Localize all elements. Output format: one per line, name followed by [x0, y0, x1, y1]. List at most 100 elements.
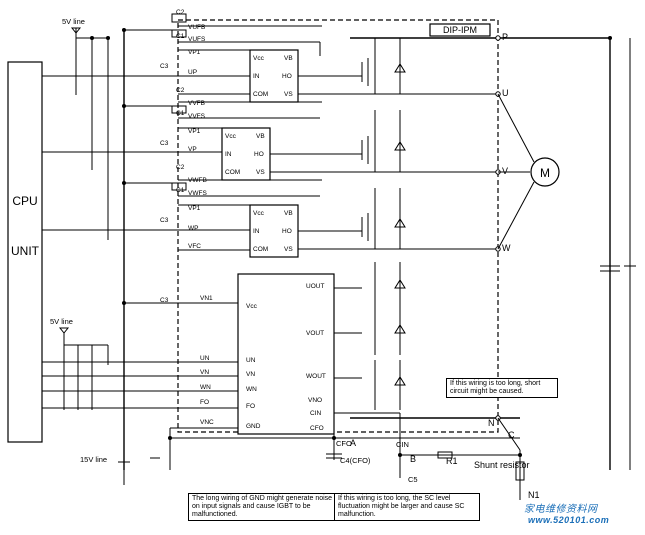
svg-text:C2: C2 [176, 87, 185, 94]
svg-text:VN: VN [200, 369, 209, 376]
phase-v-high-side: C2 C1 VVFB VVFS VP1 VP C3 Vcc IN COM VB … [42, 87, 498, 181]
igbt-high-v [361, 110, 406, 172]
igbt-high-w [361, 188, 406, 249]
svg-text:VS: VS [284, 246, 293, 253]
svg-text:VB: VB [256, 133, 265, 140]
motor-label: M [540, 166, 550, 180]
watermark-cn: 家电维修资料网 [524, 504, 598, 515]
svg-text:IN: IN [253, 228, 260, 235]
svg-text:Vcc: Vcc [253, 210, 265, 217]
phase-w-high-side: C2 C1 VWFB VWFS VP1 WP C3 Vcc IN COM VB … [42, 164, 498, 258]
note-short-circuit: If this wiring is too long, short circui… [446, 378, 558, 398]
svg-text:UOUT: UOUT [306, 283, 324, 290]
r1-label: R1 [446, 456, 458, 466]
igbt-low-v [374, 310, 406, 355]
igbt-low-u [374, 262, 406, 310]
watermark-url: www.520101.com [528, 515, 610, 525]
svg-text:UN: UN [246, 357, 256, 364]
c5-label: C5 [408, 475, 418, 484]
ipm-title: DIP-IPM [443, 25, 477, 35]
svg-text:VP: VP [188, 146, 197, 153]
svg-text:Vcc: Vcc [246, 303, 258, 310]
note-sc-level: If this wiring is too long, the SC level… [334, 493, 480, 521]
svg-text:FO: FO [246, 403, 255, 410]
fifteen-v-line-label: 15V line [80, 455, 107, 464]
cpu-unit-box [7, 61, 43, 443]
note-gnd-wiring: The long wiring of GND might generate no… [188, 493, 338, 521]
svg-text:UP: UP [188, 69, 197, 76]
node-c: C [508, 430, 515, 440]
ipm-outline [177, 19, 499, 433]
svg-text:VNO: VNO [308, 397, 322, 404]
svg-text:VP1: VP1 [188, 49, 201, 56]
svg-text:P: P [502, 32, 508, 42]
svg-text:HO: HO [254, 151, 264, 158]
svg-text:IN: IN [253, 73, 260, 80]
svg-text:C3: C3 [160, 140, 169, 147]
svg-text:C3: C3 [160, 297, 169, 304]
svg-text:C2: C2 [176, 9, 185, 16]
low-side-inputs: C3 VN1 UN VN WN FO VNC [42, 295, 238, 429]
svg-text:VN: VN [246, 371, 255, 378]
svg-text:VS: VS [256, 169, 265, 176]
svg-text:COM: COM [225, 169, 240, 176]
svg-text:C3: C3 [160, 217, 169, 224]
cin-label: CIN [396, 440, 409, 449]
svg-text:FO: FO [200, 399, 209, 406]
hvic-w [249, 204, 299, 258]
svg-text:VWFS: VWFS [188, 190, 207, 197]
c2-u [171, 13, 187, 23]
svg-text:VVFB: VVFB [188, 100, 205, 107]
svg-text:VB: VB [284, 55, 293, 62]
svg-text:WN: WN [200, 384, 211, 391]
svg-text:GND: GND [246, 423, 261, 430]
cfo-label: CFO [336, 439, 352, 448]
node-b: B [410, 454, 416, 464]
svg-text:Vcc: Vcc [253, 55, 265, 62]
five-v-line-top-label: 5V line [62, 17, 85, 26]
svg-text:VN1: VN1 [200, 295, 213, 302]
svg-text:V: V [502, 166, 508, 176]
five-v-line-bottom-label: 5V line [50, 317, 73, 326]
motor-circle [530, 157, 560, 187]
svg-text:N: N [488, 418, 495, 428]
unit-label: UNIT [11, 244, 40, 258]
svg-text:VNC: VNC [200, 419, 214, 426]
ipm-title-box [429, 23, 491, 37]
c4-label: C4(CFO) [340, 456, 371, 465]
svg-text:CIN: CIN [310, 410, 322, 417]
svg-text:VP1: VP1 [188, 205, 201, 212]
svg-text:W: W [502, 243, 511, 253]
svg-text:COM: COM [253, 246, 268, 253]
igbt-low-w [374, 360, 406, 410]
svg-text:C2: C2 [176, 164, 185, 171]
five-v-top-symbol [70, 27, 82, 34]
lvic-pins: Vcc UN VN WN FO GND UOUT VOUT WOUT VNO C… [246, 283, 326, 432]
shunt-label: Shunt resistor [474, 460, 530, 470]
svg-text:VB: VB [284, 210, 293, 217]
igbt-high-u [361, 38, 406, 94]
lvic-box [237, 273, 335, 435]
svg-text:IN: IN [225, 151, 232, 158]
svg-text:VUFS: VUFS [188, 36, 206, 43]
svg-text:VVFS: VVFS [188, 113, 206, 120]
n1-label: N1 [528, 490, 540, 500]
svg-text:WP: WP [188, 225, 198, 232]
phase-u-high-side: C2 C1 VUFB VUFS VP1 UP C3 Vcc IN COM VB … [42, 9, 498, 103]
svg-text:WN: WN [246, 386, 257, 393]
svg-text:U: U [502, 88, 509, 98]
svg-text:WOUT: WOUT [306, 373, 326, 380]
svg-text:CFO: CFO [310, 425, 324, 432]
svg-text:VFC: VFC [188, 243, 201, 250]
svg-text:Vcc: Vcc [225, 133, 237, 140]
hvic-v [221, 127, 271, 181]
svg-text:C3: C3 [160, 63, 169, 70]
svg-text:VS: VS [284, 91, 293, 98]
output-terminals: P U V W N [488, 32, 511, 428]
svg-text:HO: HO [282, 228, 292, 235]
hvic-u [249, 49, 299, 103]
cpu-label: CPU [12, 194, 37, 208]
svg-text:HO: HO [282, 73, 292, 80]
svg-text:COM: COM [253, 91, 268, 98]
